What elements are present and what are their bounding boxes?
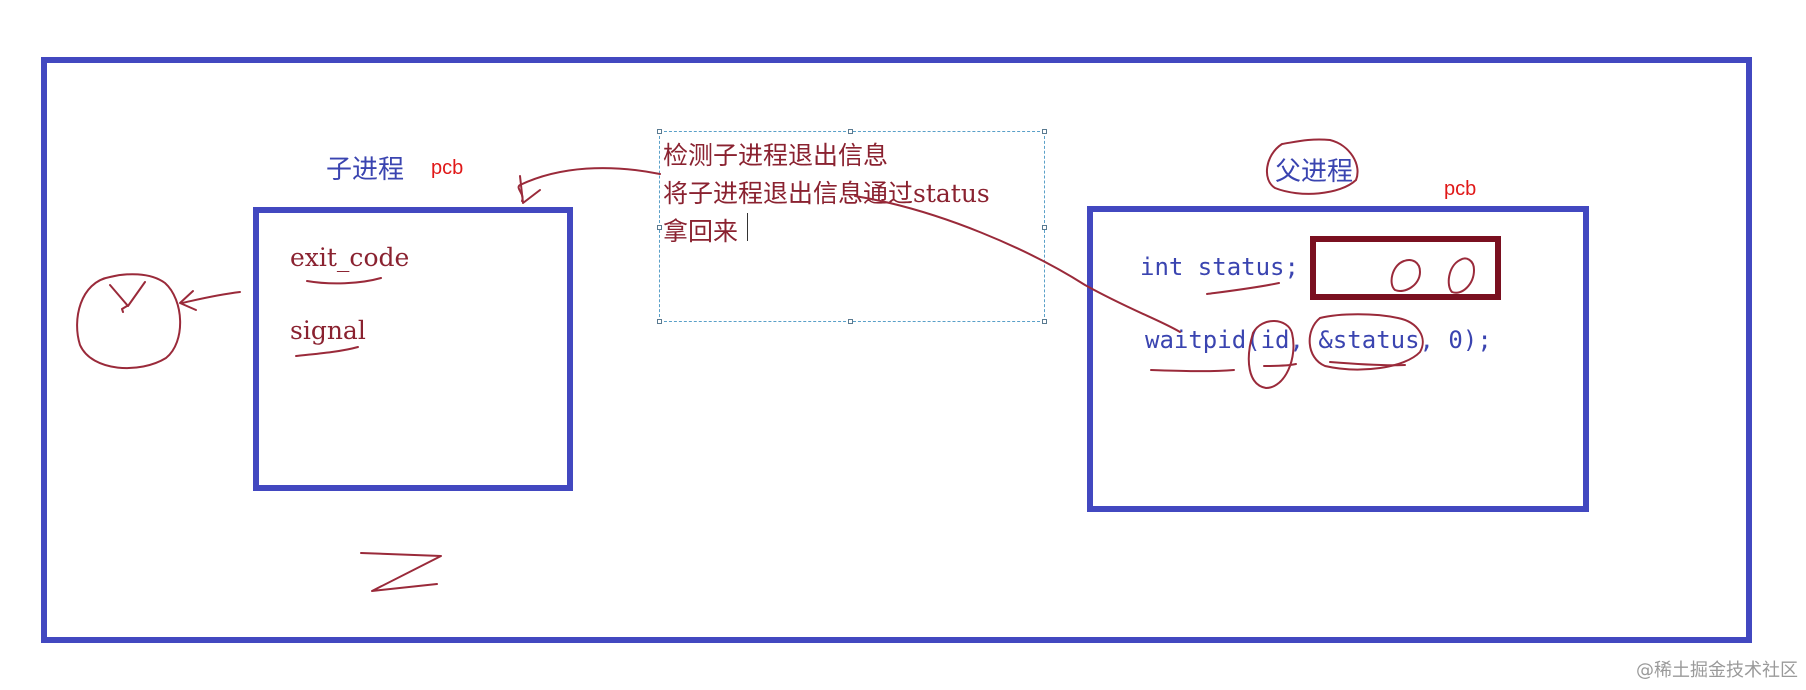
resize-handle-top-right[interactable] [1042, 129, 1047, 134]
ink-loop-parent-title [1266, 138, 1359, 195]
ink-underline-status [1329, 361, 1406, 367]
resize-handle-top[interactable] [848, 129, 853, 134]
resize-handle-right[interactable] [1042, 225, 1047, 230]
resize-handle-bottom[interactable] [848, 319, 853, 324]
child-field-signal: signal [290, 316, 366, 345]
child-pcb-label: pcb [431, 157, 464, 179]
waitpid-call: waitpid(id, &status, 0); [1145, 326, 1492, 354]
watermark: @稀土掘金技术社区 [1636, 660, 1798, 681]
child-process-title: 子进程 [326, 155, 405, 185]
text-caret [747, 213, 748, 241]
parent-pcb-label: pcb [1444, 178, 1477, 200]
resize-handle-top-left[interactable] [657, 129, 662, 134]
note-line-3: 拿回来 [663, 217, 739, 246]
ink-underline-int-status [1206, 282, 1280, 295]
resize-handle-bottom-right[interactable] [1042, 319, 1047, 324]
ink-zero-1 [1390, 259, 1421, 292]
child-pcb-box [253, 207, 573, 491]
diagram-frame [41, 57, 1752, 643]
note-line-2: 将子进程退出信息通过status [663, 179, 990, 208]
ink-underline-id [1263, 363, 1297, 367]
parent-process-title: 父进程 [1275, 157, 1354, 187]
note-line-1: 检测子进程退出信息 [663, 141, 889, 170]
ink-cross-stroke-1 [109, 281, 146, 307]
ink-curve-to-child [517, 167, 661, 202]
parent-pcb-box [1087, 206, 1589, 512]
ink-underline-waitpid [1150, 369, 1235, 373]
ink-z-scribble [360, 552, 442, 592]
ink-underline-exit-code [306, 277, 382, 285]
status-value-box [1310, 236, 1501, 300]
child-field-exit-code: exit_code [290, 243, 410, 272]
parent-status-declaration: int status; [1140, 253, 1299, 281]
ink-loop-id [1247, 320, 1295, 389]
ink-loop-status [1308, 313, 1424, 371]
resize-handle-bottom-left[interactable] [657, 319, 662, 324]
ink-curve-to-waitpid [854, 195, 1181, 333]
ink-cross-stroke-2 [121, 305, 128, 313]
ink-terminated-circle [76, 273, 182, 370]
ink-zero-2 [1447, 257, 1475, 294]
resize-handle-left[interactable] [657, 225, 662, 230]
ink-arrow-to-circle [181, 291, 241, 304]
ink-arrow-to-circle-head [179, 290, 197, 311]
ink-underline-signal [295, 346, 359, 357]
note-text-box[interactable] [657, 129, 1047, 324]
ink-curve-to-child-head [519, 175, 541, 204]
